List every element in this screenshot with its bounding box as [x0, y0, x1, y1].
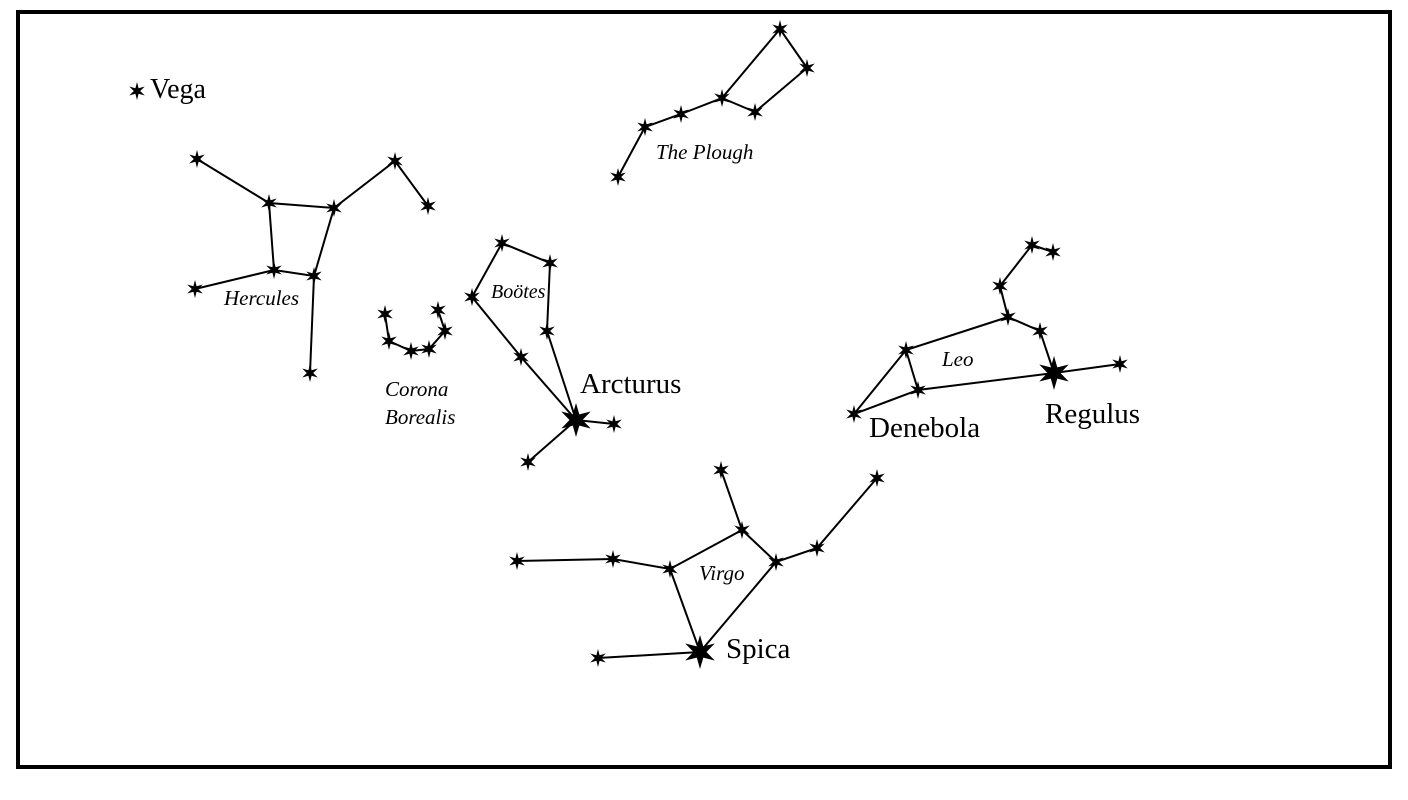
- star-leo-0: [1024, 236, 1040, 254]
- line-hercules-4: [309, 275, 315, 374]
- star-virgo-3: [809, 539, 825, 557]
- star-plough-4: [747, 103, 763, 121]
- label-denebola: Denebola: [869, 412, 980, 444]
- star-corona-0: [377, 305, 393, 323]
- label-corona-borealis-line1: Corona: [385, 377, 448, 401]
- label-vega: Vega: [150, 74, 207, 105]
- line-hercules-3: [194, 269, 275, 290]
- star-leo-8: [1112, 355, 1128, 373]
- label-regulus: Regulus: [1045, 398, 1140, 430]
- star-bootes-6: [520, 453, 536, 471]
- star-plough-5: [799, 59, 815, 77]
- star-bootes-0: [494, 234, 510, 252]
- star-plough-0: [610, 168, 626, 186]
- star-hercules-2: [326, 199, 342, 217]
- star-corona-1: [381, 332, 397, 350]
- star-corona-2: [403, 342, 419, 360]
- label-bootes: Boötes: [491, 281, 546, 303]
- line-leo-4: [905, 349, 919, 391]
- star-bootes-3: [464, 288, 480, 306]
- star-hercules-5: [266, 261, 282, 279]
- star-leo-4: [1032, 322, 1048, 340]
- star-virgo-4: [869, 469, 885, 487]
- star-virgo-7: [509, 552, 525, 570]
- star-hercules-3: [387, 152, 403, 170]
- star-hercules-1: [261, 194, 277, 212]
- constellation-lines: [194, 27, 1121, 659]
- star-hercules-6: [306, 267, 322, 285]
- label-leo: Leo: [941, 347, 974, 371]
- line-hercules-2: [268, 202, 335, 278]
- label-the-plough: The Plough: [656, 140, 753, 164]
- star-hercules-7: [187, 280, 203, 298]
- star-virgo-0: [713, 461, 729, 479]
- star-bootes-5: [606, 415, 622, 433]
- line-virgo-4: [597, 651, 701, 659]
- line-bootes-1: [470, 241, 577, 421]
- line-hercules-1: [196, 158, 429, 210]
- star-leo-1: [1045, 243, 1061, 261]
- star-corona-3: [421, 340, 437, 358]
- label-corona-borealis-line2: Borealis: [385, 405, 455, 429]
- star-arcturus: [561, 403, 591, 437]
- line-leo-3: [850, 316, 1121, 417]
- star-virgo-6: [605, 550, 621, 568]
- star-spica: [685, 635, 715, 669]
- star-leo-6: [910, 381, 926, 399]
- star-virgo-5: [662, 560, 678, 578]
- star-plough-2: [673, 105, 689, 123]
- star-corona-4: [437, 322, 453, 340]
- line-virgo-1: [516, 469, 744, 571]
- star-regulus: [1039, 356, 1069, 390]
- star-hercules-4: [420, 197, 436, 215]
- label-virgo: Virgo: [699, 561, 745, 585]
- star-bootes-4: [513, 348, 529, 366]
- line-plough: [617, 27, 809, 178]
- star-plough-6: [772, 20, 788, 38]
- star-virgo-8: [590, 649, 606, 667]
- star-hercules-8: [302, 364, 318, 382]
- star-plough-1: [637, 118, 653, 136]
- star-leo-5: [898, 341, 914, 359]
- star-virgo-2: [768, 553, 784, 571]
- line-virgo-2: [741, 477, 878, 564]
- label-hercules: Hercules: [223, 286, 299, 310]
- star-corona-5: [430, 301, 446, 319]
- label-arcturus: Arcturus: [580, 368, 681, 400]
- star-leo-7: [846, 405, 862, 423]
- star-bootes-2: [539, 322, 555, 340]
- line-bootes-2: [527, 418, 615, 463]
- star-bootes-1: [542, 254, 558, 272]
- star-leo-2: [992, 277, 1008, 295]
- star-vega: [129, 82, 145, 100]
- star-markers: [129, 20, 1128, 669]
- star-leo-3: [1000, 308, 1016, 326]
- star-virgo-1: [734, 521, 750, 539]
- label-spica: Spica: [726, 633, 791, 665]
- star-hercules-0: [189, 150, 205, 168]
- map-frame: [16, 10, 1392, 769]
- star-plough-3: [714, 89, 730, 107]
